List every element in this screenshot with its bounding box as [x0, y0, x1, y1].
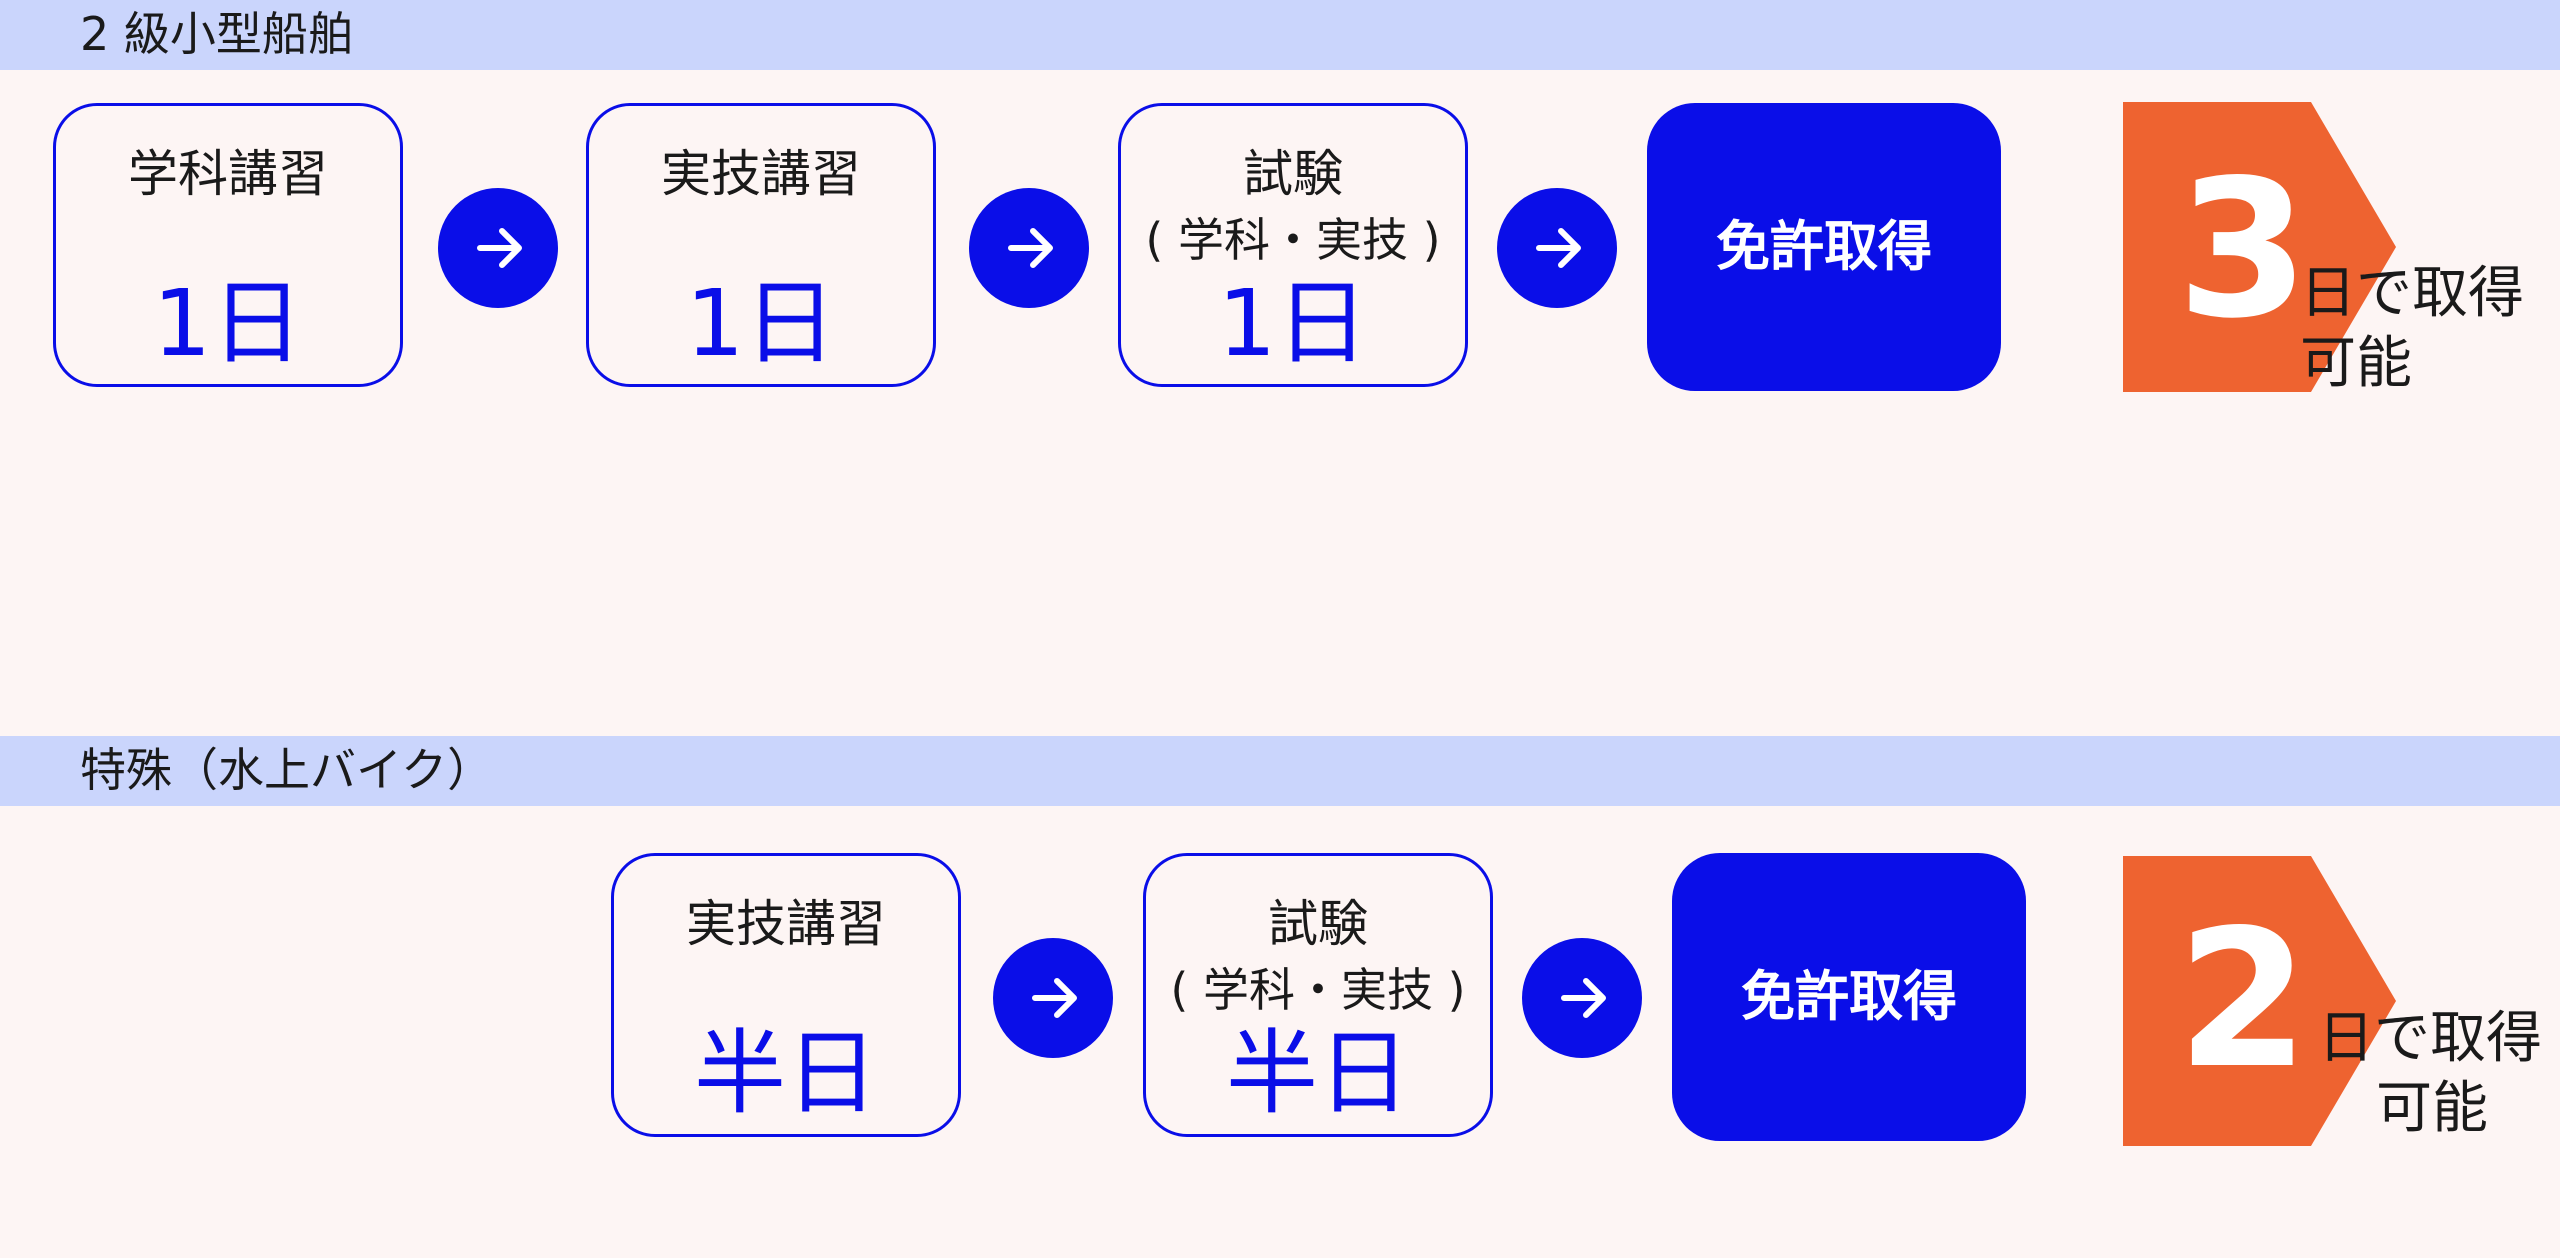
step-duration: 半日	[693, 1020, 878, 1127]
step-exam: 試験 ( 学科・実技 ) 1日	[1118, 103, 1468, 387]
step-label: 試験	[1243, 145, 1343, 203]
badge-text-line2: 可能	[2376, 1076, 2488, 1141]
step-duration: 1日	[152, 270, 304, 377]
badge-number: 3	[2176, 139, 2310, 360]
step-academic-lecture: 学科講習 1日	[53, 103, 403, 387]
step-label: 実技講習	[686, 895, 886, 953]
step-label: 実技講習	[661, 145, 861, 203]
final-label: 免許取得	[1716, 215, 1932, 278]
step-exam: 試験 ( 学科・実技 ) 半日	[1143, 853, 1493, 1137]
section-title: 2 級小型船舶	[80, 7, 354, 61]
section-header-class2: 2 級小型船舶	[0, 0, 2560, 70]
section-title: 特殊（水上バイク）	[80, 743, 494, 797]
final-label: 免許取得	[1741, 965, 1957, 1028]
final-license-acquired: 免許取得	[1672, 853, 2026, 1141]
step-practical-lecture: 実技講習 1日	[586, 103, 936, 387]
arrow-right-icon	[438, 188, 558, 308]
arrow-right-icon	[993, 938, 1113, 1058]
arrow-right-icon	[1522, 938, 1642, 1058]
step-duration: 1日	[1217, 270, 1369, 377]
badge-text-line1: 日で取得	[2318, 1006, 2542, 1071]
arrow-right-icon	[1497, 188, 1617, 308]
step-sub-label: ( 学科・実技 )	[1145, 213, 1441, 267]
arrow-right-icon	[969, 188, 1089, 308]
badge-text-line2: 可能	[2300, 331, 2412, 396]
final-license-acquired: 免許取得	[1647, 103, 2001, 391]
duration-badge: 2	[2123, 856, 2403, 1146]
step-sub-label: ( 学科・実技 )	[1170, 963, 1466, 1017]
badge-number: 2	[2176, 889, 2310, 1110]
duration-badge: 3	[2123, 102, 2403, 392]
badge-text-line1: 日で取得	[2300, 261, 2524, 326]
step-duration: 半日	[1225, 1020, 1410, 1127]
step-duration: 1日	[685, 270, 837, 377]
step-practical-lecture: 実技講習 半日	[611, 853, 961, 1137]
section-header-special: 特殊（水上バイク）	[0, 736, 2560, 806]
step-label: 試験	[1268, 895, 1368, 953]
step-label: 学科講習	[128, 145, 328, 203]
